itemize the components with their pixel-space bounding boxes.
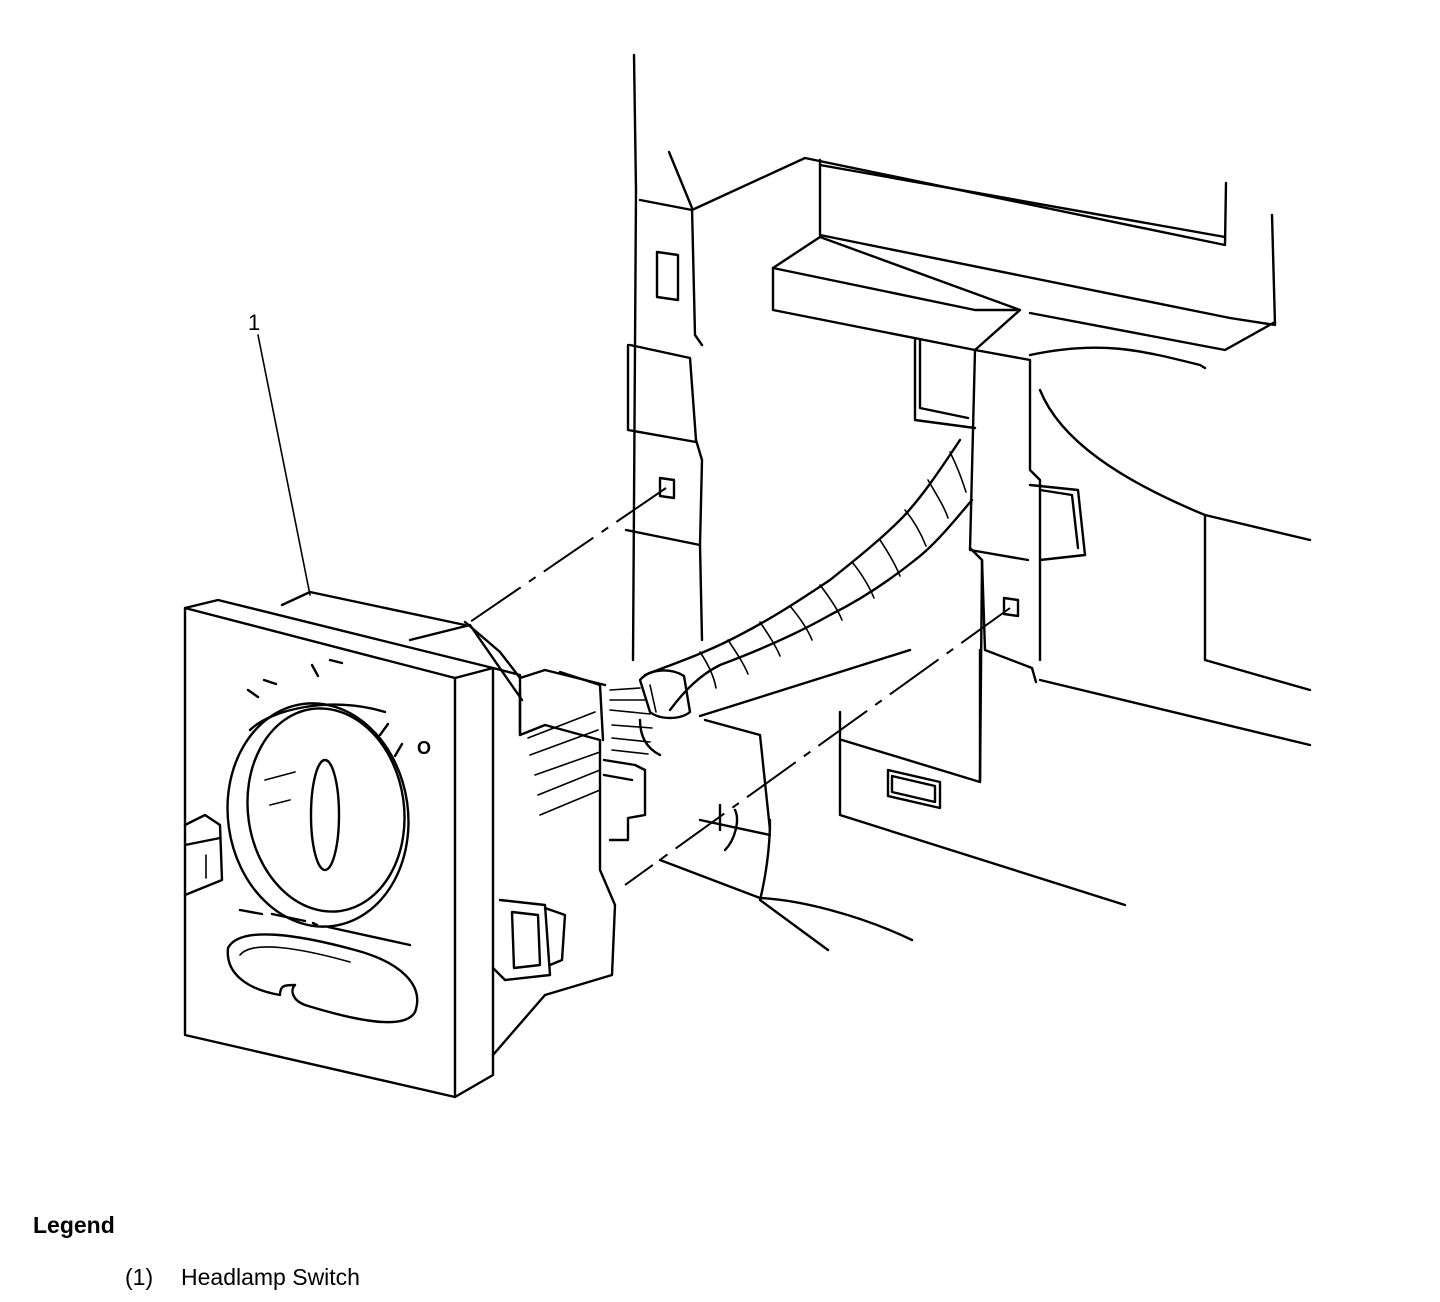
callout-1: 1	[248, 310, 311, 596]
legend-item-label: Headlamp Switch	[181, 1264, 360, 1290]
headlamp-switch-assembly: O	[183, 590, 617, 1099]
dashboard-structure	[624, 53, 1312, 952]
legend: Legend (1) Headlamp Switch	[33, 1212, 633, 1290]
wire-harness	[602, 438, 974, 842]
diagram-canvas: O 1	[183, 53, 1312, 1099]
legend-title: Legend	[33, 1212, 115, 1238]
legend-item: (1) Headlamp Switch	[125, 1264, 360, 1291]
callout-number: 1	[248, 310, 260, 335]
dial-off-mark: O	[417, 738, 431, 758]
legend-item-number: (1)	[125, 1264, 154, 1290]
headlamp-switch-diagram: O 1	[183, 53, 1312, 1099]
alignment-lines	[469, 487, 1011, 886]
